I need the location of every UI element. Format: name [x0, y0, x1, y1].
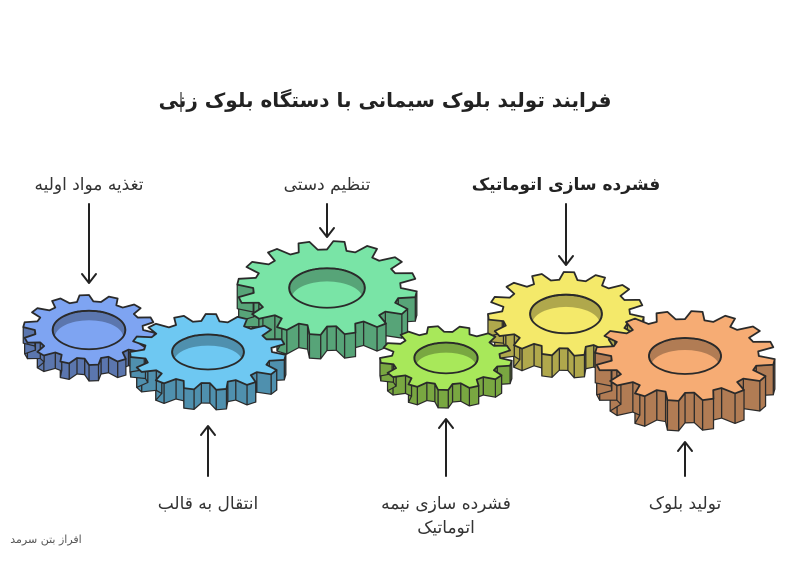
gear-side-face	[437, 389, 449, 409]
gear-side-face	[558, 347, 569, 372]
label-transfer: انتقال به قالب	[158, 494, 259, 514]
gear-side-face	[100, 356, 110, 375]
gear-side-face	[308, 333, 322, 360]
gear-hole-rim	[648, 337, 722, 375]
gears-group	[22, 240, 776, 432]
arrow-production	[677, 441, 693, 477]
gear-side-face	[175, 378, 185, 402]
gear-side-face	[246, 381, 257, 406]
gear-side-face	[585, 344, 595, 370]
arrow-manual	[319, 203, 335, 238]
gear-side-face	[656, 389, 667, 423]
arrow-feed	[81, 203, 97, 284]
arrow-auto-press	[558, 203, 574, 266]
gear-side-face	[734, 389, 745, 425]
gear-hole-rim	[51, 309, 127, 351]
gear-side-face	[426, 381, 436, 403]
gear-hole-floor	[291, 281, 363, 317]
gear-side-face	[215, 388, 228, 411]
gear-manual	[236, 240, 418, 360]
label-semi-auto-line2: اتوماتیک	[417, 518, 475, 538]
gear-side-face	[573, 354, 586, 379]
gear-side-face	[200, 382, 211, 404]
label-feed: تغذیه مواد اولیه	[34, 175, 143, 195]
gear-side-face	[227, 379, 237, 403]
gear-side-face	[298, 323, 309, 350]
label-semi-auto-line1: فشرده سازی نیمه	[381, 494, 511, 514]
gear-hole-floor	[532, 306, 600, 341]
diagram-title: فرایند تولید بلوک سیمانی با دستگاه بلوک …	[159, 88, 612, 112]
gear-side-face	[533, 343, 543, 369]
gear-side-face	[256, 371, 272, 395]
gear-side-face	[701, 398, 715, 431]
arrow-transfer	[200, 425, 216, 477]
label-production: تولید بلوک	[649, 494, 722, 514]
gear-side-face	[712, 387, 723, 421]
gear-hole-rim	[413, 341, 479, 375]
gear-side-face	[742, 378, 761, 412]
gear-side-face	[183, 387, 195, 410]
watermark: افراز بتن سرمد	[10, 533, 81, 546]
label-manual: تنظیم دستی	[284, 175, 371, 195]
gear-side-face	[451, 382, 462, 403]
gear-hole-floor	[54, 320, 124, 355]
arrow-semi-auto	[438, 418, 454, 477]
gear-side-face	[684, 392, 695, 424]
gear-side-face	[343, 331, 357, 359]
gear-hole-floor	[651, 350, 719, 382]
gear-side-face	[482, 376, 497, 398]
gear-hole-rim	[288, 267, 366, 309]
gear-side-face	[76, 357, 86, 376]
gear-side-face	[354, 320, 365, 349]
gear-production	[594, 310, 776, 432]
gear-transfer	[129, 313, 287, 411]
gear-side-face	[88, 364, 100, 382]
gear-side-face	[666, 399, 680, 432]
gear-side-face	[468, 385, 480, 407]
gear-hole-rim	[171, 333, 245, 371]
gear-hole-rim	[529, 293, 603, 335]
label-auto-press: فشرده سازی اتوماتیک	[472, 175, 661, 195]
gear-side-face	[541, 353, 553, 378]
gear-hole-floor	[174, 345, 242, 377]
gear-hole-floor	[416, 352, 476, 380]
gear-side-face	[326, 325, 337, 352]
gear-semi-auto	[379, 325, 513, 409]
gear-side-face	[384, 311, 403, 339]
